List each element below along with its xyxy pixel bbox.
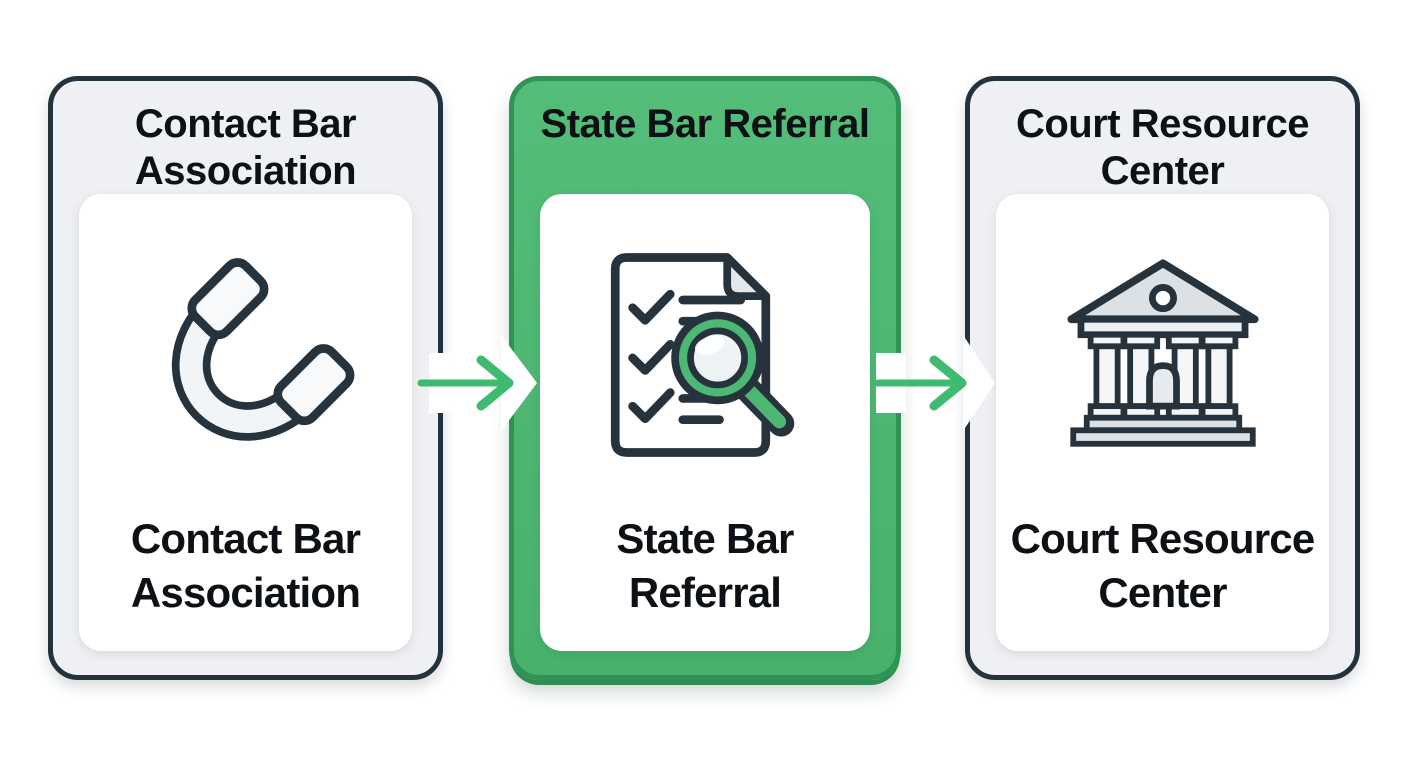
courthouse-building — [1066, 259, 1259, 447]
step-label: Contact Bar Association — [130, 514, 361, 617]
arrow-notch — [963, 335, 995, 431]
step-header: Court Resource Center — [1015, 102, 1310, 194]
step-inner-panel: Contact Bar Association — [79, 194, 412, 651]
step-inner-panel: State Bar Referral — [540, 194, 870, 651]
phone-icon — [171, 258, 354, 441]
arrow-right-icon — [874, 335, 995, 431]
document-search-icon — [610, 253, 795, 457]
step-label: Court Resource Center — [1010, 514, 1316, 617]
phone-handset — [171, 258, 354, 441]
step-inner-panel: Court Resource Center — [996, 194, 1329, 651]
courthouse-icon — [1066, 259, 1259, 447]
step-card-court-resource-center: Court Resource Center — [965, 76, 1360, 680]
step-header: Contact Bar Association — [134, 102, 357, 194]
step-label: State Bar Referral — [616, 514, 794, 617]
magnifier — [671, 311, 795, 437]
arrow-notch — [501, 335, 537, 431]
step-header: State Bar Referral — [540, 102, 870, 146]
step-card-contact-bar-association: Contact Bar Association Contact Bar Asso… — [48, 76, 443, 680]
step-card-state-bar-referral: State Bar Referral — [509, 76, 901, 680]
arrow-right-icon — [417, 335, 537, 431]
